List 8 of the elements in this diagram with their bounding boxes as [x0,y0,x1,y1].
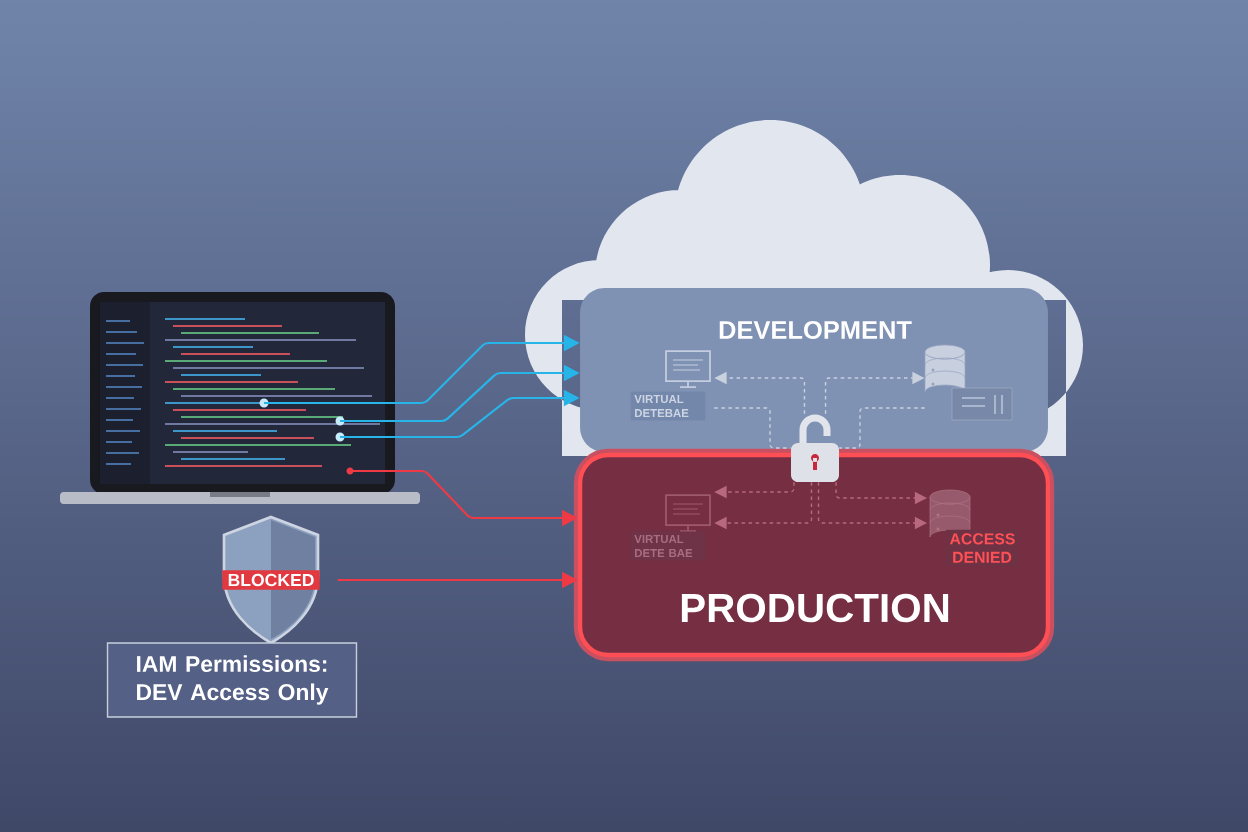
laptop-drawing [60,292,420,504]
cloud-shape [525,120,1083,456]
error-label: ACCESS DENIED [946,529,1018,567]
padlock-icon [791,414,839,482]
icon-caption: VIRTUAL DETEBAE [630,391,706,421]
label-box: IAM Permissions: DEV Access Only [106,642,358,718]
status-badge: BLOCKED [222,570,320,590]
icon-caption: VIRTUAL DETE BAE [630,531,706,561]
